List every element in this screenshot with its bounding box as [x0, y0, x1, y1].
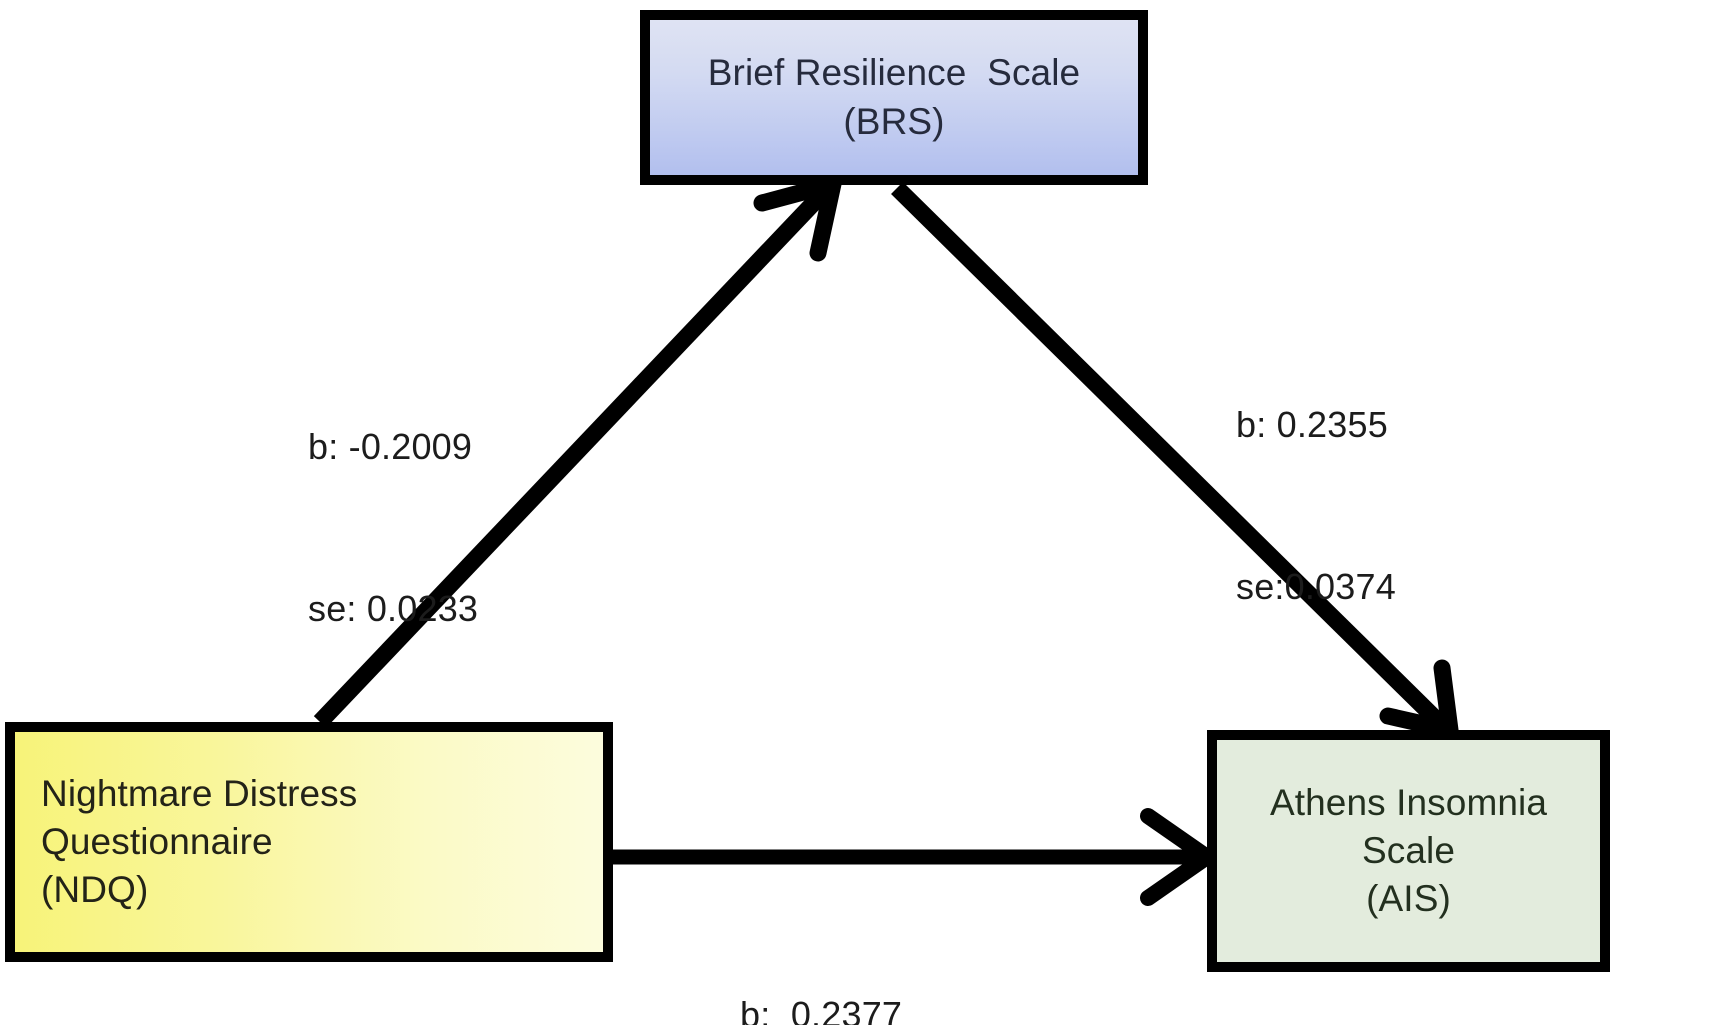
node-brs-line-2: (BRS) [843, 100, 945, 142]
path-label-a: b: -0.2009 se: 0.0233 [308, 312, 478, 744]
node-ndq[interactable]: Nightmare Distress Questionnaire (NDQ) [5, 722, 613, 962]
path-c-coefficient: b: 0.2377 [740, 994, 903, 1025]
node-ais[interactable]: Athens Insomnia Scale (AIS) [1207, 730, 1610, 972]
node-ndq-line-3: (NDQ) [41, 869, 149, 911]
node-brs[interactable]: Brief Resilience Scale (BRS) [640, 10, 1148, 185]
path-a-coefficient: b: -0.2009 [308, 426, 473, 467]
node-ais-line-2: Scale [1361, 829, 1456, 871]
path-label-b: b: 0.2355 se:0.0374 [1236, 290, 1396, 722]
path-a-standard-error: se: 0.0233 [308, 588, 479, 629]
path-label-c: b: 0.2377 se: 0.0188 [740, 880, 910, 1025]
node-ndq-line-1: Nightmare Distress [41, 772, 358, 814]
path-b-coefficient: b: 0.2355 [1236, 404, 1388, 445]
node-brs-line-1: Brief Resilience Scale [707, 52, 1081, 94]
node-ndq-line-2: Questionnaire [41, 820, 273, 862]
path-b-standard-error: se:0.0374 [1236, 566, 1396, 607]
node-ais-line-1: Athens Insomnia [1269, 781, 1548, 823]
node-ais-line-3: (AIS) [1366, 878, 1451, 920]
